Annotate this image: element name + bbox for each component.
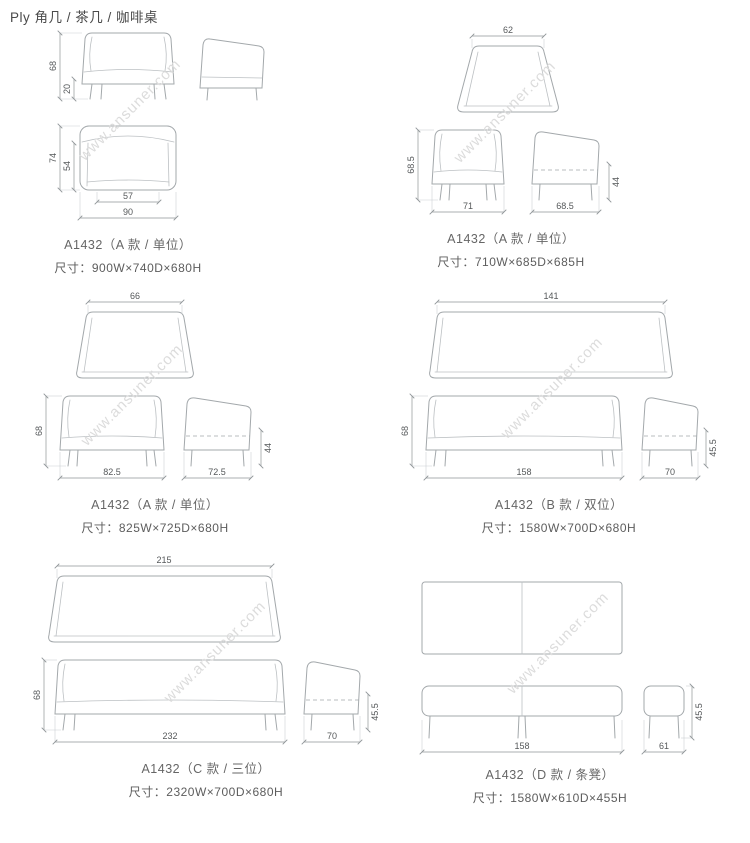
panel-a1432-b-1580: 141 68 158 45.5 70 A1432（B 款 / 双位） 尺寸：15… xyxy=(396,292,722,536)
plan-view-drawing xyxy=(76,311,194,379)
side-view-drawing xyxy=(643,685,685,739)
dim-label: 45.5 xyxy=(370,703,380,721)
model-caption: A1432（A 款 / 单位） xyxy=(91,498,219,512)
dimensions: 215 68 232 45.5 70 xyxy=(32,556,380,745)
plan-view-drawing xyxy=(421,581,623,655)
plan-view-drawing xyxy=(48,575,281,643)
dim-label: 20 xyxy=(62,84,72,94)
front-view-drawing xyxy=(425,395,623,467)
dimensions: 158 45.5 61 xyxy=(419,683,704,755)
front-view-drawing xyxy=(81,32,175,100)
dim-label: 70 xyxy=(327,731,337,741)
dim-label: 61 xyxy=(659,741,669,751)
panel-a1432-a-710: 62 68.5 71 44 68.5 A1432（A 款 / 单位） 尺寸：71… xyxy=(398,26,624,270)
front-view-drawing xyxy=(54,659,286,731)
panel-drawing: 215 68 232 45.5 70 xyxy=(32,556,380,745)
panel-a1432-a-900: 68 20 74 54 57 90 A1432（A 款 / 单位） 尺寸：900… xyxy=(38,26,268,276)
model-caption: A1432（B 款 / 双位） xyxy=(494,498,624,512)
dim-label: 62 xyxy=(503,26,513,35)
dim-label: 44 xyxy=(263,443,273,453)
dim-label: 68.5 xyxy=(406,156,416,174)
size-caption: 尺寸：900W×740D×680H xyxy=(54,261,202,275)
dimensions: 62 68.5 71 44 68.5 xyxy=(406,26,621,215)
model-caption: A1432（A 款 / 单位） xyxy=(64,238,192,252)
panel-drawing: 66 68 82.5 44 72.5 xyxy=(34,292,273,481)
dim-label: 45.5 xyxy=(694,703,704,721)
plan-view-drawing xyxy=(429,311,673,379)
dim-label: 215 xyxy=(156,556,171,565)
model-caption: A1432（D 款 / 条凳） xyxy=(485,768,615,782)
dim-label: 90 xyxy=(123,207,133,217)
dim-label: 68 xyxy=(48,61,58,71)
page-title: Ply 角几 / 茶几 / 咖啡桌 xyxy=(10,10,159,25)
dim-label: 72.5 xyxy=(208,467,226,477)
dim-label: 44 xyxy=(611,177,621,187)
dim-label: 232 xyxy=(162,731,177,741)
panel-a1432-c-2320: 215 68 232 45.5 70 A1432（C 款 / 三位） 尺寸：23… xyxy=(30,556,382,800)
dim-label: 71 xyxy=(463,201,473,211)
model-caption: A1432（C 款 / 三位） xyxy=(141,762,271,776)
dim-label: 68.5 xyxy=(556,201,574,211)
dim-label: 68 xyxy=(400,426,410,436)
side-view-drawing xyxy=(641,397,699,467)
dim-label: 66 xyxy=(130,292,140,301)
size-caption: 尺寸：825W×725D×680H xyxy=(81,521,229,535)
side-view-drawing xyxy=(303,661,361,731)
panel-a1432-d-bench: 158 45.5 61 A1432（D 款 / 条凳） 尺寸：1580W×610… xyxy=(392,570,708,806)
dimensions: 66 68 82.5 44 72.5 xyxy=(34,292,273,481)
panel-drawing: 141 68 158 45.5 70 xyxy=(400,292,718,481)
size-caption: 尺寸：1580W×610D×455H xyxy=(472,791,628,805)
side-view-drawing xyxy=(183,397,252,467)
front-view-drawing xyxy=(59,395,165,467)
dim-label: 141 xyxy=(543,292,558,301)
dim-label: 70 xyxy=(665,467,675,477)
size-caption: 尺寸：710W×685D×685H xyxy=(437,255,585,269)
dim-label: 45.5 xyxy=(708,439,718,457)
dim-label: 68 xyxy=(32,690,42,700)
dim-label: 57 xyxy=(123,191,133,201)
panel-drawing: 62 68.5 71 44 68.5 xyxy=(406,26,621,215)
dim-label: 68 xyxy=(34,426,44,436)
front-view-drawing xyxy=(431,129,505,201)
size-caption: 尺寸：2320W×700D×680H xyxy=(128,785,284,799)
model-caption: A1432（A 款 / 单位） xyxy=(447,232,575,246)
panel-drawing: 158 45.5 61 xyxy=(419,581,704,755)
dimensions: 141 68 158 45.5 70 xyxy=(400,292,718,481)
size-caption: 尺寸：1580W×700D×680H xyxy=(481,521,637,535)
plan-view-drawing xyxy=(457,45,559,113)
panel-a1432-a-825: 66 68 82.5 44 72.5 A1432（A 款 / 单位） 尺寸：82… xyxy=(30,292,280,536)
dim-label: 158 xyxy=(514,741,529,751)
dim-label: 82.5 xyxy=(103,467,121,477)
dimensions: 68 20 74 54 57 90 xyxy=(48,30,179,221)
dim-label: 158 xyxy=(516,467,531,477)
plan-view-drawing xyxy=(79,125,177,191)
dim-label: 74 xyxy=(48,153,58,163)
front-view-drawing xyxy=(421,685,623,739)
side-view-drawing xyxy=(199,38,265,101)
side-view-drawing xyxy=(531,131,600,201)
dim-label: 54 xyxy=(62,161,72,171)
panel-drawing: 68 20 74 54 57 90 xyxy=(48,30,265,221)
